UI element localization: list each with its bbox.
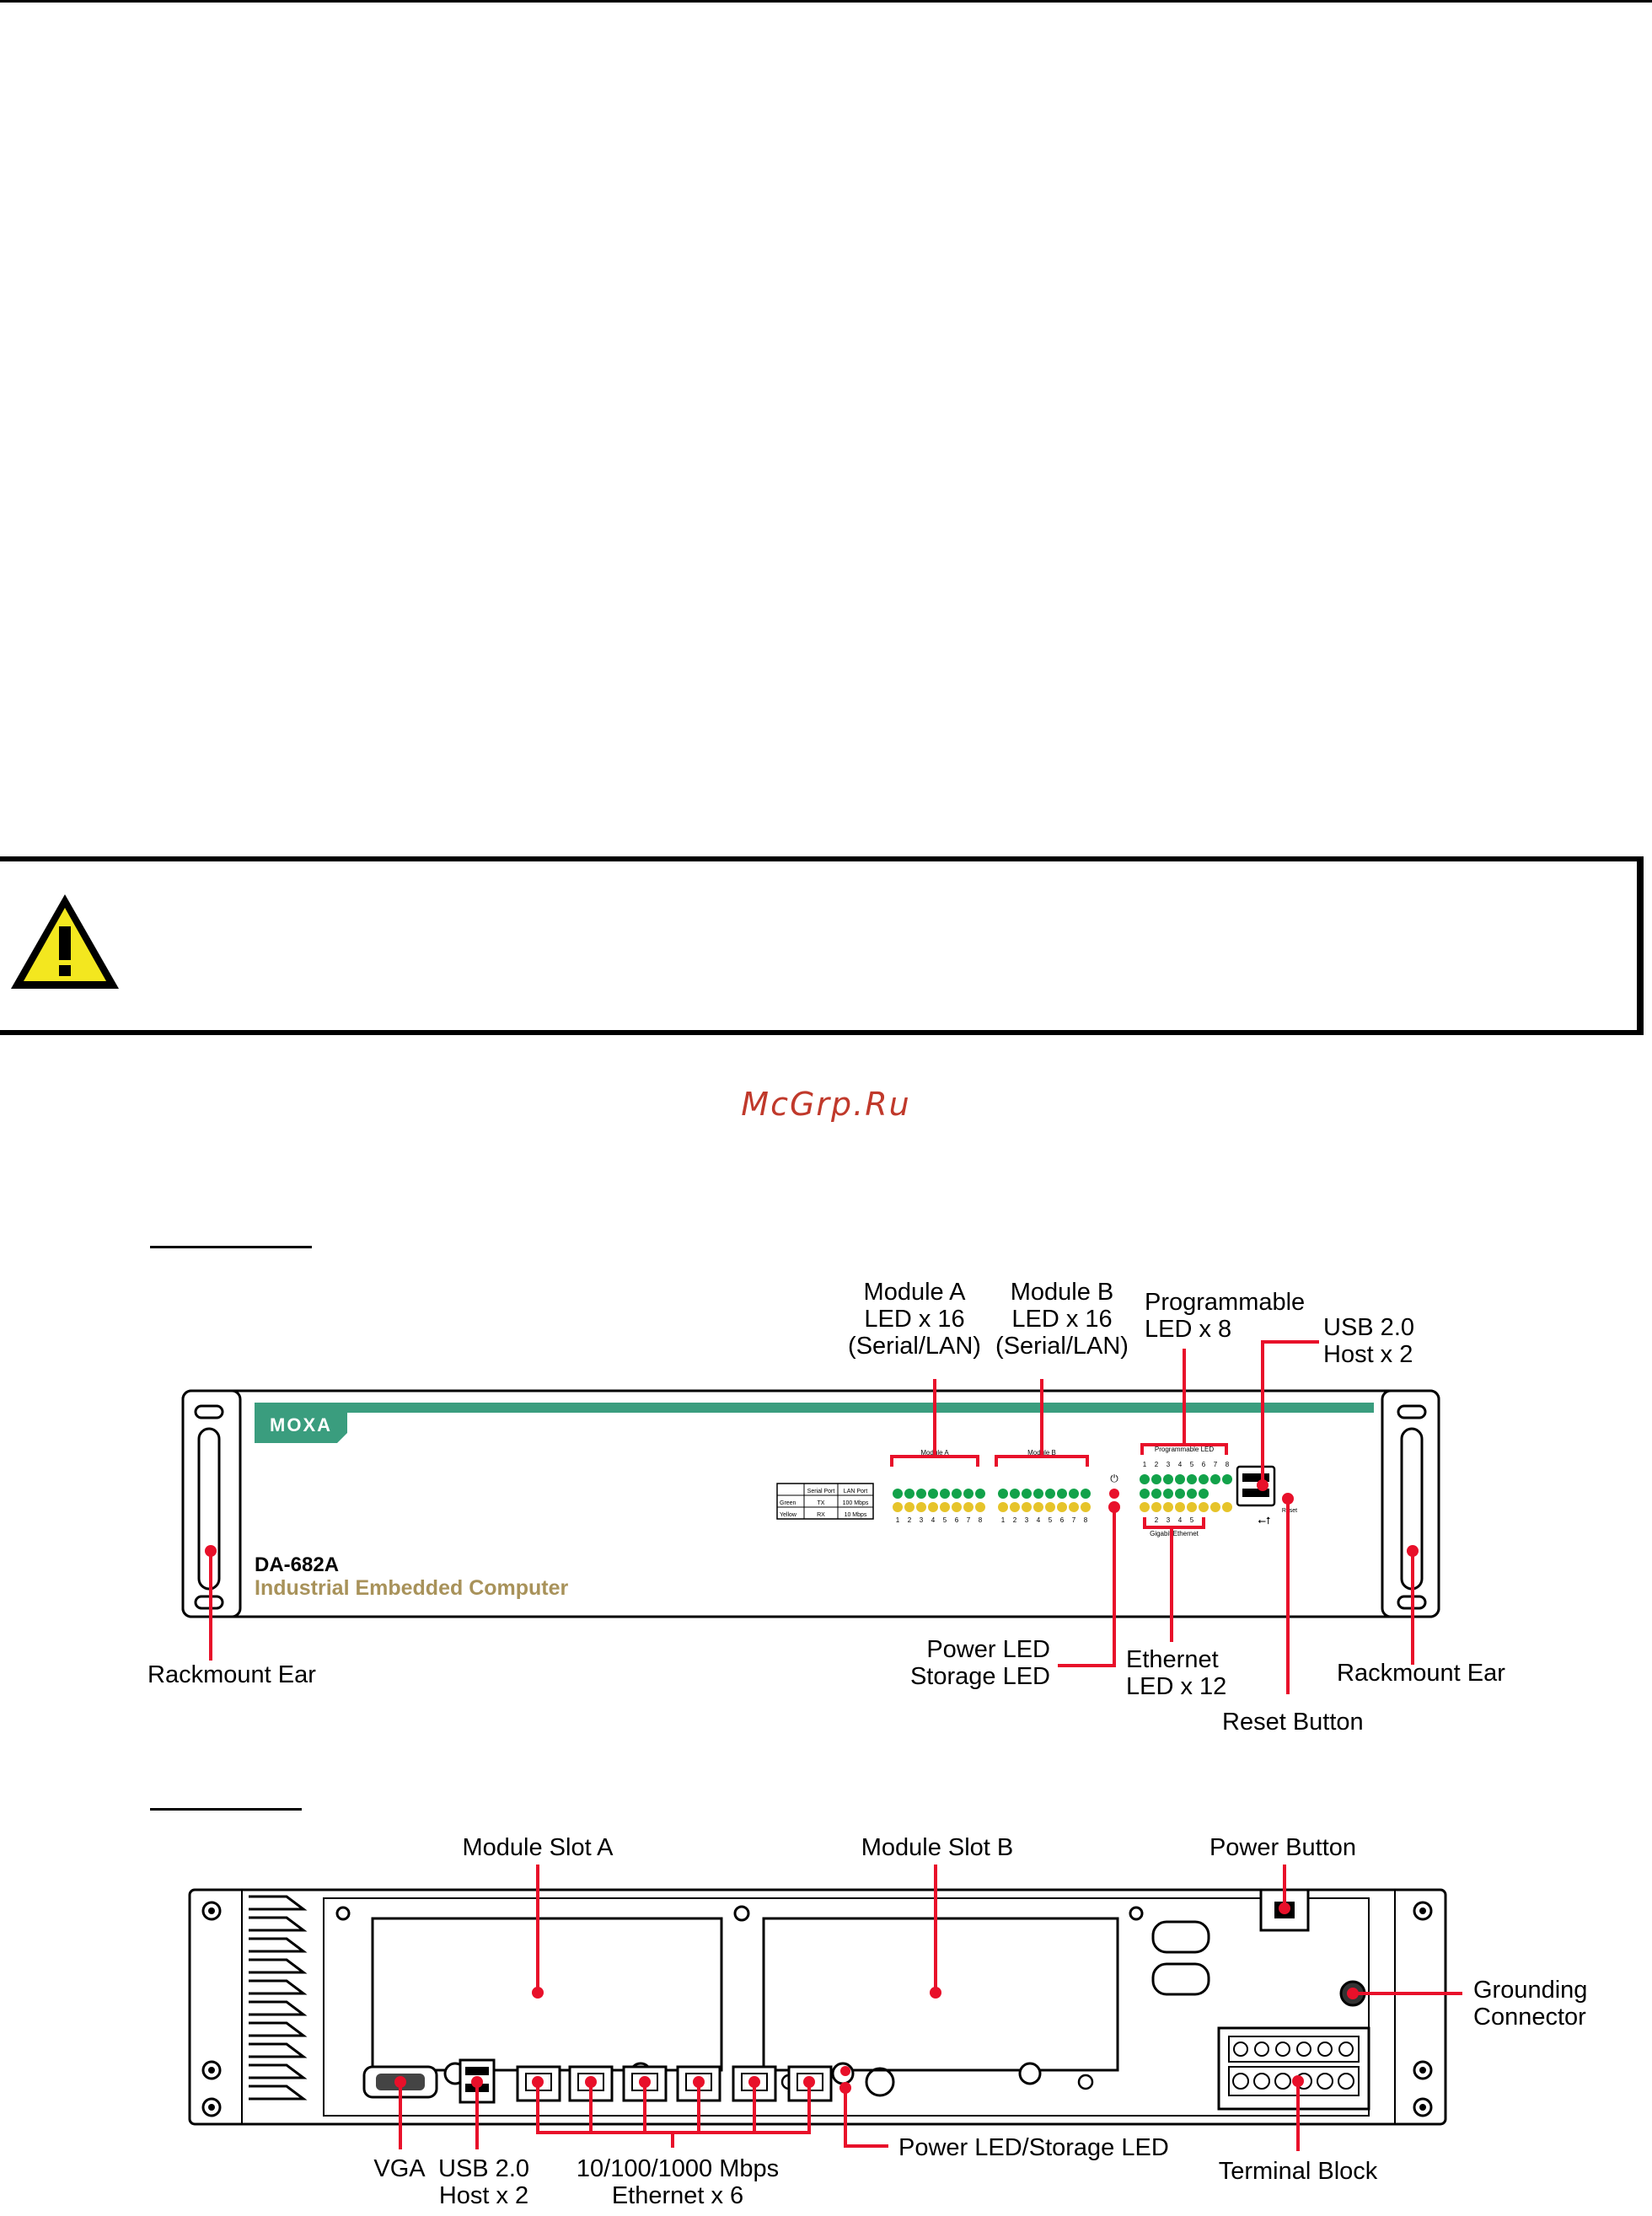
svg-text:6: 6 xyxy=(955,1516,959,1524)
callout-power-button: Power Button xyxy=(1210,1834,1356,1861)
rear-panel-diagram: Module Slot A Module Slot B Power Button… xyxy=(188,1834,1587,2209)
product-name: Industrial Embedded Computer xyxy=(255,1576,569,1600)
warning-box xyxy=(0,856,1644,1035)
svg-text:Gigabit Ethernet: Gigabit Ethernet xyxy=(1150,1530,1199,1537)
svg-text:2: 2 xyxy=(908,1516,912,1524)
svg-text:LAN Port: LAN Port xyxy=(844,1489,867,1494)
callout-module-slot-b: Module Slot B xyxy=(861,1834,1014,1861)
svg-text:4: 4 xyxy=(931,1516,936,1524)
top-rule xyxy=(0,0,1652,3)
callout-terminal-block: Terminal Block xyxy=(1219,2158,1378,2185)
svg-text:100 Mbps: 100 Mbps xyxy=(843,1500,869,1506)
svg-text:2: 2 xyxy=(1013,1516,1017,1524)
svg-text:(Serial/LAN): (Serial/LAN) xyxy=(995,1333,1129,1360)
moxa-logo: MOXA xyxy=(270,1414,332,1435)
serial-port-1 xyxy=(1151,1920,1210,1954)
fan-grille xyxy=(249,1895,308,2101)
front-panel-diagram: MOXA DA-682A Industrial Embedded Compute… xyxy=(148,1279,1505,1736)
callout-rear-usb: USB 2.0 xyxy=(438,2155,529,2182)
svg-text:LED x 16: LED x 16 xyxy=(1011,1306,1112,1333)
section-rule-rear xyxy=(150,1808,302,1811)
svg-text:LED x 12: LED x 12 xyxy=(1126,1673,1226,1700)
svg-text:Connector: Connector xyxy=(1473,2004,1586,2031)
module-slot-a xyxy=(371,1917,723,2072)
svg-text:Reset: Reset xyxy=(1282,1508,1297,1514)
svg-text:8: 8 xyxy=(1084,1516,1088,1524)
svg-text:1: 1 xyxy=(896,1516,900,1524)
svg-text:8: 8 xyxy=(979,1516,983,1524)
svg-text:LED x 16: LED x 16 xyxy=(864,1306,964,1333)
svg-text:Storage LED: Storage LED xyxy=(910,1663,1050,1690)
callout-rackmount-left: Rackmount Ear xyxy=(148,1661,316,1688)
svg-text:⭠⭡: ⭠⭡ xyxy=(1258,1515,1271,1527)
callout-vga: VGA xyxy=(373,2155,426,2182)
svg-text:⏻: ⏻ xyxy=(1110,1473,1118,1484)
svg-text:Host x 2: Host x 2 xyxy=(439,2182,528,2209)
watermark: McGrp.Ru xyxy=(741,1086,911,1123)
svg-text:Serial Port: Serial Port xyxy=(807,1489,835,1494)
svg-text:Green: Green xyxy=(780,1500,796,1506)
svg-text:Ethernet x 6: Ethernet x 6 xyxy=(612,2182,743,2209)
accent-bar xyxy=(255,1403,1374,1413)
svg-text:Host x 2: Host x 2 xyxy=(1323,1341,1413,1368)
svg-text:6: 6 xyxy=(1060,1516,1065,1524)
svg-text:4: 4 xyxy=(1178,1461,1183,1468)
svg-text:5: 5 xyxy=(943,1516,947,1524)
callout-module-b: Module B xyxy=(1011,1279,1114,1306)
svg-text:6: 6 xyxy=(1202,1461,1206,1468)
svg-text:5: 5 xyxy=(1049,1516,1053,1524)
svg-text:1: 1 xyxy=(1143,1461,1147,1468)
callout-reset-button: Reset Button xyxy=(1222,1709,1364,1736)
svg-text:Programmable LED: Programmable LED xyxy=(1155,1446,1214,1453)
callout-rackmount-right: Rackmount Ear xyxy=(1337,1660,1505,1687)
svg-text:7: 7 xyxy=(1214,1461,1218,1468)
callout-rear-ethernet: 10/100/1000 Mbps xyxy=(577,2155,779,2182)
callout-module-a: Module A xyxy=(864,1279,967,1306)
serial-port-2 xyxy=(1151,1962,1210,1996)
callout-module-slot-a: Module Slot A xyxy=(463,1834,614,1861)
right-ear xyxy=(1381,1389,1440,1618)
svg-text:8: 8 xyxy=(1226,1461,1230,1468)
svg-text:5: 5 xyxy=(1190,1461,1194,1468)
svg-text:TX: TX xyxy=(818,1500,825,1506)
svg-text:LED x 8: LED x 8 xyxy=(1145,1316,1231,1343)
svg-text:3: 3 xyxy=(1167,1516,1171,1524)
section-rule-front xyxy=(150,1246,312,1248)
model-name: DA-682A xyxy=(255,1553,339,1576)
callout-ethernet-led: Ethernet xyxy=(1126,1646,1219,1673)
moxa-logo-plate xyxy=(255,1403,347,1443)
svg-text:1: 1 xyxy=(1001,1516,1006,1524)
svg-text:3: 3 xyxy=(920,1516,924,1524)
callout-grounding-connector: Grounding xyxy=(1473,1977,1587,2004)
svg-text:10 Mbps: 10 Mbps xyxy=(845,1512,867,1518)
callout-rear-power-storage: Power LED/Storage LED xyxy=(898,2134,1169,2161)
svg-text:3: 3 xyxy=(1167,1461,1171,1468)
callout-programmable-led: Programmable xyxy=(1145,1289,1305,1316)
svg-text:5: 5 xyxy=(1190,1516,1194,1524)
terminal-block-shape xyxy=(1217,2026,1370,2111)
svg-text:(Serial/LAN): (Serial/LAN) xyxy=(848,1333,981,1360)
svg-text:4: 4 xyxy=(1037,1516,1041,1524)
programmable-leds: Programmable LED 1 2 3 4 5 6 7 8 xyxy=(1140,1443,1232,1484)
svg-text:7: 7 xyxy=(967,1516,971,1524)
callout-usb: USB 2.0 xyxy=(1323,1314,1414,1341)
svg-text:3: 3 xyxy=(1025,1516,1029,1524)
front-usb-ports: ⭠⭡ xyxy=(1236,1465,1276,1527)
svg-text:Yellow: Yellow xyxy=(780,1512,797,1518)
svg-text:2: 2 xyxy=(1155,1516,1159,1524)
svg-text:2: 2 xyxy=(1155,1461,1159,1468)
svg-text:7: 7 xyxy=(1072,1516,1076,1524)
svg-text:RX: RX xyxy=(817,1512,825,1518)
led-legend-table: Serial Port LAN Port Green TX 100 Mbps Y… xyxy=(776,1483,874,1520)
ethernet-leds: 2 3 4 5 Gigabit Ethernet xyxy=(1140,1489,1232,1537)
svg-text:4: 4 xyxy=(1178,1516,1183,1524)
warning-icon xyxy=(11,894,119,989)
callout-power-storage-led: Power LED xyxy=(926,1636,1050,1663)
